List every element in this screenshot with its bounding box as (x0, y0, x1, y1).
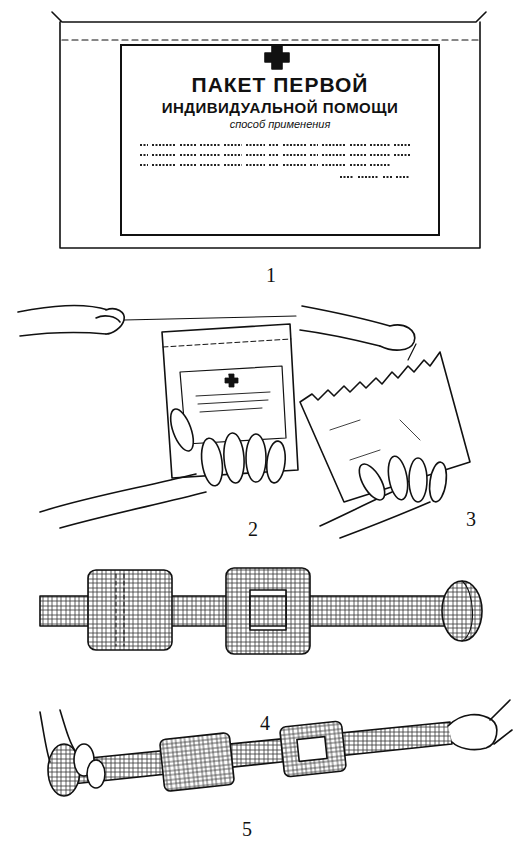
gauze-sheet (300, 352, 470, 502)
callout-number: 4 (258, 712, 272, 735)
callout-number: 2 (246, 518, 260, 541)
package-label: ПАКЕТ ПЕРВОЙ ИНДИВИДУАЛЬНОЙ ПОМОЩИспособ … (120, 44, 440, 236)
bandage-roll (442, 581, 482, 641)
cross-symbol (265, 46, 289, 69)
usage-heading: способ применения (134, 118, 426, 131)
movable-pad (226, 568, 310, 654)
package-envelope (52, 12, 486, 248)
package-title: ПАКЕТ ПЕРВОЙ (134, 72, 426, 97)
instruction-scribbles (140, 139, 420, 185)
callout-number: 3 (464, 508, 478, 531)
fixed-pad (88, 570, 172, 650)
callout-number: 1 (264, 264, 278, 287)
package-subtitle: ИНДИВИДУАЛЬНОЙ ПОМОЩИ (134, 99, 426, 117)
callout-number: 5 (240, 818, 254, 841)
